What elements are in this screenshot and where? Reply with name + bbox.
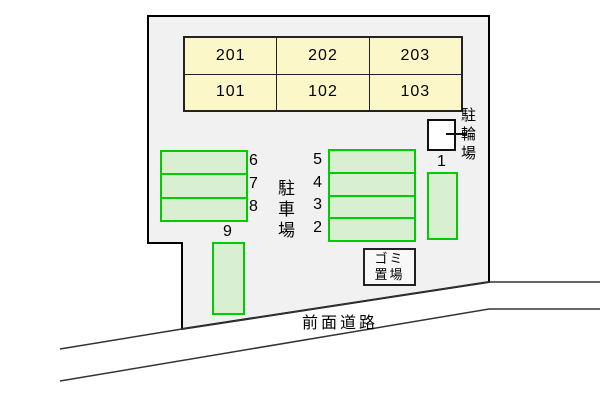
unit-cell-101: 101 xyxy=(185,74,277,110)
parking-space-label-1: 1 xyxy=(437,153,446,170)
parking-space-5 xyxy=(330,151,414,174)
parking-block-right xyxy=(328,149,416,242)
bicycle-leader-line xyxy=(446,133,467,135)
parking-space-label-5: 5 xyxy=(313,151,322,168)
unit-cell-203: 203 xyxy=(369,38,461,74)
garbage-area-label-line2: 置場 xyxy=(374,267,405,282)
unit-cell-202: 202 xyxy=(277,38,369,74)
parking-space-label-9: 9 xyxy=(223,223,232,240)
parking-space-4 xyxy=(330,174,414,197)
parking-space-7 xyxy=(162,175,246,199)
parking-space-1 xyxy=(427,172,458,240)
parking-space-label-8: 8 xyxy=(249,198,258,215)
garbage-area-label-line1: ゴミ xyxy=(374,251,405,266)
unit-cell-201: 201 xyxy=(185,38,277,74)
building-table: 201 202 203 101 102 103 xyxy=(183,36,463,112)
parking-space-label-4: 4 xyxy=(313,174,322,191)
garbage-area-box: ゴミ 置場 xyxy=(363,248,416,286)
parking-space-9 xyxy=(212,242,245,315)
parking-space-6 xyxy=(162,152,246,176)
parking-space-8 xyxy=(162,199,246,220)
parking-space-label-3: 3 xyxy=(313,196,322,213)
unit-cell-103: 103 xyxy=(369,74,461,110)
bicycle-parking-box xyxy=(427,119,456,151)
unit-cell-102: 102 xyxy=(277,74,369,110)
parking-area-label: 駐車場 xyxy=(275,179,294,242)
parking-space-3 xyxy=(330,197,414,220)
bicycle-parking-label: 駐輪場 xyxy=(459,107,476,164)
front-road-label: 前面道路 xyxy=(301,315,378,332)
road-top-line xyxy=(59,281,600,350)
parking-space-label-6: 6 xyxy=(249,152,258,169)
parking-space-label-2: 2 xyxy=(313,219,322,236)
parking-block-left xyxy=(160,150,248,222)
parking-space-label-7: 7 xyxy=(249,175,258,192)
parking-space-2 xyxy=(330,219,414,240)
road-bottom-line xyxy=(59,308,600,382)
